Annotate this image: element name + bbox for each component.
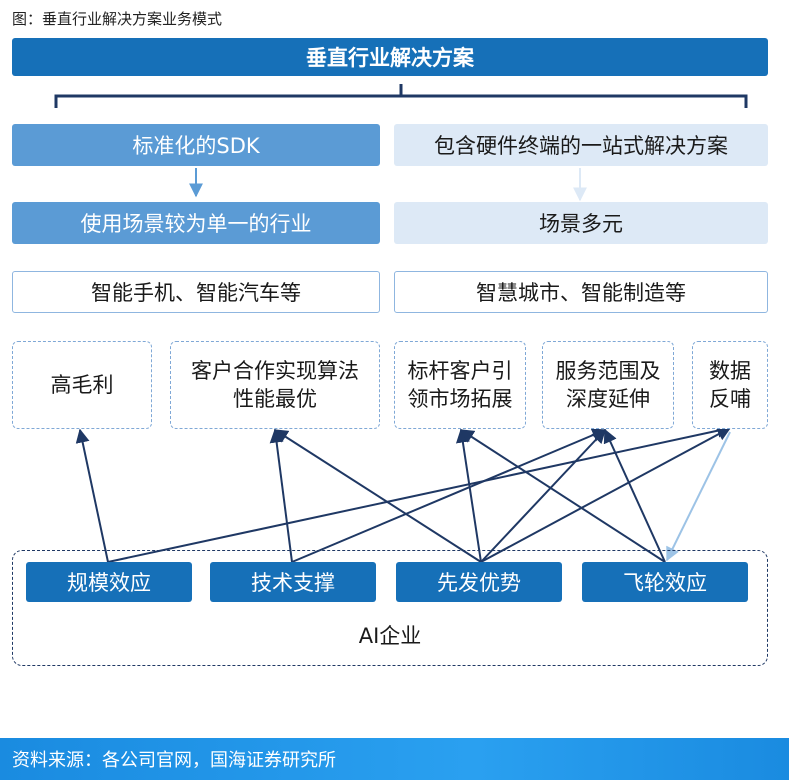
ai-enterprise-label: AI企业	[358, 624, 422, 648]
right-level2: 场景多元	[394, 202, 768, 244]
ai-enterprise-container	[12, 550, 768, 666]
feature-line: 领市场拓展	[407, 387, 513, 411]
feature-line: 性能最优	[233, 387, 317, 411]
feature-service-scope: 服务范围及 深度延伸	[542, 341, 674, 429]
left-level1: 标准化的SDK	[12, 124, 380, 166]
feature-line: 客户合作实现算法	[191, 359, 359, 383]
feature-algorithm-optimal: 客户合作实现算法 性能最优	[170, 341, 380, 429]
right-level3: 智慧城市、智能制造等	[394, 271, 768, 313]
arrow-scale-to-margin	[75, 428, 109, 563]
arrow-first-to-algo	[273, 429, 482, 563]
arrow-first-to-benchmark	[455, 428, 482, 563]
advantage-first-mover: 先发优势	[396, 562, 562, 602]
left-level2: 使用场景较为单一的行业	[12, 202, 380, 244]
advantage-scale: 规模效应	[26, 562, 192, 602]
bracket	[54, 94, 748, 108]
advantage-flywheel: 飞轮效应	[582, 562, 748, 602]
arrow-scale-to-data	[107, 423, 732, 563]
feature-line: 深度延伸	[566, 387, 650, 411]
arrow-first-to-service	[480, 428, 606, 563]
feature-benchmark-client: 标杆客户引 领市场拓展	[394, 341, 526, 429]
source-footer: 资料来源：各公司官网，国海证券研究所	[0, 738, 789, 780]
feature-line: 服务范围及	[555, 359, 661, 383]
right-level1: 包含硬件终端的一站式解决方案	[394, 124, 768, 166]
figure-caption: 图：垂直行业解决方案业务模式	[12, 10, 223, 28]
advantage-tech: 技术支撑	[210, 562, 376, 602]
arrow-fly-to-benchmark	[459, 429, 666, 563]
feature-high-margin: 高毛利	[12, 341, 152, 429]
arrow-fly-to-service	[603, 428, 666, 563]
arrow-data-to-fly	[666, 431, 731, 562]
page-title: 垂直行业解决方案	[12, 38, 768, 76]
arrow-first-to-data	[480, 427, 732, 563]
feature-line: 数据	[709, 359, 751, 383]
feature-line: 高毛利	[50, 373, 114, 397]
feature-data-feedback: 数据 反哺	[692, 341, 768, 429]
arrow-tech-to-algo	[269, 428, 293, 563]
feature-line: 标杆客户引	[407, 359, 513, 383]
arrow-tech-to-service	[291, 428, 607, 563]
feature-line: 反哺	[709, 387, 751, 411]
left-level3: 智能手机、智能汽车等	[12, 271, 380, 313]
